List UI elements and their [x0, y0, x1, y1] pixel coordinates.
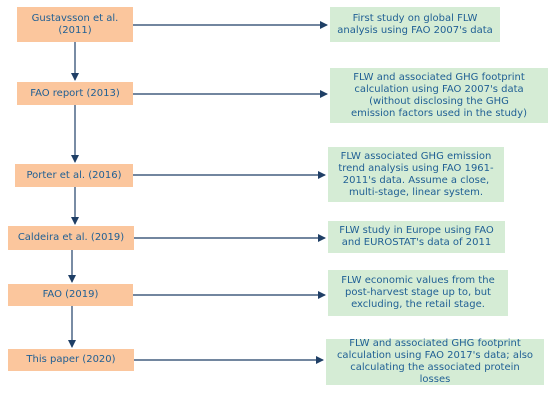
- description-box-fao-report: FLW and associated GHG footprint calcula…: [330, 68, 548, 123]
- source-box-fao-report: FAO report (2013): [17, 82, 133, 105]
- description-box-porter: FLW associated GHG emission trend analys…: [328, 147, 504, 202]
- source-box-fao-2019: FAO (2019): [8, 284, 133, 306]
- source-box-porter: Porter et al. (2016): [15, 164, 133, 187]
- description-box-this-paper: FLW and associated GHG footprint calcula…: [326, 338, 544, 385]
- source-box-caldeira: Caldeira et al. (2019): [8, 226, 134, 250]
- description-box-caldeira: FLW study in Europe using FAO and EUROST…: [328, 221, 505, 253]
- source-box-this-paper: This paper (2020): [8, 349, 134, 371]
- source-box-gustavsson: Gustavsson et al. (2011): [17, 7, 133, 42]
- description-box-fao-2019: FLW economic values from the post-harves…: [328, 270, 508, 316]
- description-box-gustavsson: First study on global FLW analysis using…: [330, 7, 500, 42]
